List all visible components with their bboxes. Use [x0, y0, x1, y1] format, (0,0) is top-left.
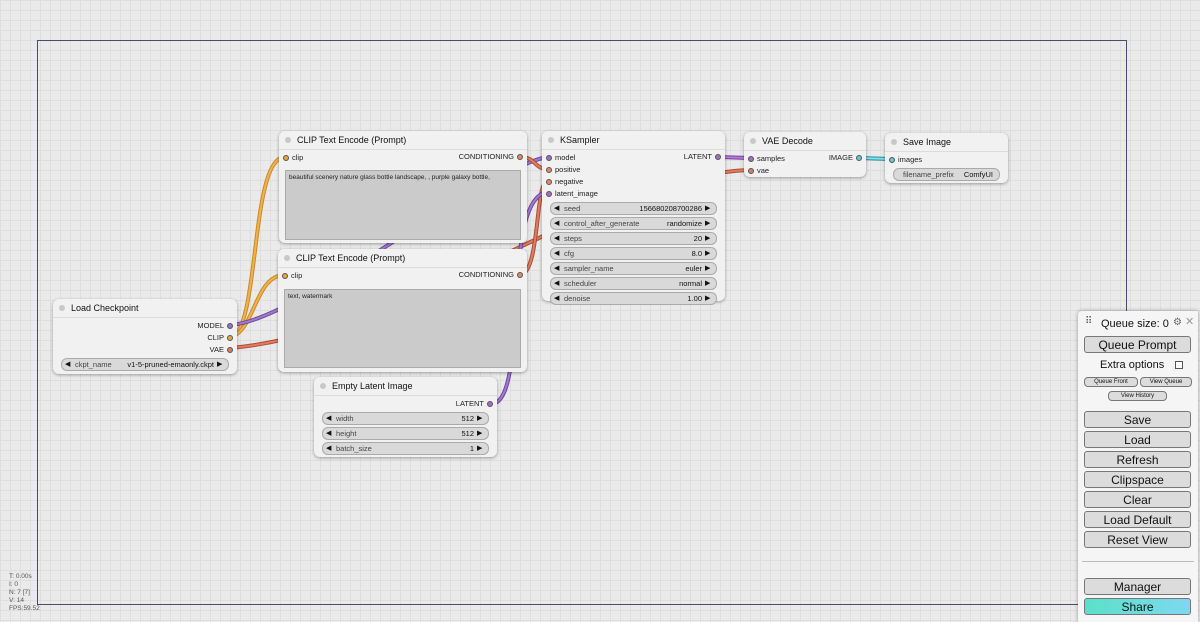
node-title: Save Image: [903, 137, 952, 147]
load-default-button[interactable]: Load Default: [1084, 511, 1191, 528]
node-ksampler[interactable]: KSampler model LATENT positive negative …: [542, 131, 725, 305]
input-clip[interactable]: clip: [279, 152, 527, 164]
clear-button[interactable]: Clear: [1084, 491, 1191, 508]
input-clip[interactable]: clip: [278, 270, 527, 282]
input-positive[interactable]: positive: [542, 164, 725, 176]
increment-arrow-icon[interactable]: ▶: [705, 250, 711, 257]
decrement-arrow-icon[interactable]: ◀: [326, 445, 332, 452]
queue-menu-panel: ⠿ Queue size: 0 ⚙ ✕ Queue Prompt Extra o…: [1078, 311, 1198, 622]
increment-arrow-icon[interactable]: ▶: [705, 280, 711, 287]
view-history-button[interactable]: View History: [1108, 391, 1167, 401]
increment-arrow-icon[interactable]: ▶: [705, 265, 711, 272]
input-latent-image[interactable]: latent_image: [542, 188, 725, 200]
output-conditioning[interactable]: CONDITIONING: [364, 151, 527, 163]
output-image[interactable]: IMAGE: [793, 152, 866, 164]
decrement-arrow-icon[interactable]: ◀: [554, 295, 560, 302]
node-clip-text-encode-negative[interactable]: CLIP Text Encode (Prompt) clip CONDITION…: [278, 249, 527, 372]
increment-arrow-icon[interactable]: ▶: [705, 235, 711, 242]
output-clip[interactable]: CLIP: [53, 332, 237, 344]
input-vae[interactable]: vae: [744, 165, 866, 177]
increment-arrow-icon[interactable]: ▶: [705, 205, 711, 212]
prompt-textarea[interactable]: text, watermark: [284, 289, 521, 368]
queue-size-label: Queue size: 0: [1101, 318, 1169, 330]
drag-handle-icon[interactable]: ⠿: [1085, 316, 1093, 327]
node-collapse-dot[interactable]: [891, 139, 897, 145]
node-title: CLIP Text Encode (Prompt): [296, 253, 406, 263]
increment-arrow-icon[interactable]: ▶: [477, 445, 483, 452]
prompt-textarea[interactable]: beautiful scenery nature glass bottle la…: [285, 170, 521, 240]
node-title: Empty Latent Image: [332, 381, 413, 391]
node-collapse-dot[interactable]: [284, 255, 290, 261]
decrement-arrow-icon[interactable]: ◀: [554, 265, 560, 272]
node-collapse-dot[interactable]: [285, 137, 291, 143]
output-latent[interactable]: LATENT: [622, 151, 725, 163]
queue-front-button[interactable]: Queue Front: [1084, 377, 1138, 387]
node-collapse-dot[interactable]: [320, 383, 326, 389]
extra-options-checkbox[interactable]: [1175, 361, 1183, 369]
decrement-arrow-icon[interactable]: ◀: [65, 361, 71, 368]
share-button[interactable]: Share: [1084, 598, 1191, 615]
manager-button[interactable]: Manager: [1084, 578, 1191, 595]
increment-arrow-icon[interactable]: ▶: [217, 361, 223, 368]
gear-icon[interactable]: ⚙: [1173, 317, 1182, 328]
close-icon[interactable]: ✕: [1185, 316, 1195, 328]
save-button[interactable]: Save: [1084, 411, 1191, 428]
node-collapse-dot[interactable]: [548, 137, 554, 143]
input-samples[interactable]: samples: [744, 153, 866, 165]
node-title: Load Checkpoint: [71, 303, 139, 313]
input-images[interactable]: images: [885, 154, 1008, 166]
clipspace-button[interactable]: Clipspace: [1084, 471, 1191, 488]
output-vae[interactable]: VAE: [53, 344, 237, 356]
render-stats: T: 0.00s I: 0 N: 7 [7] V: 14 FPS:59.52: [9, 573, 40, 612]
decrement-arrow-icon[interactable]: ◀: [326, 415, 332, 422]
input-model[interactable]: model: [542, 152, 725, 164]
queue-prompt-button[interactable]: Queue Prompt: [1084, 336, 1191, 353]
widget-ckpt-name[interactable]: ◀ ckpt_name v1-5-pruned-emaonly.ckpt ▶: [61, 358, 229, 371]
increment-arrow-icon[interactable]: ▶: [705, 295, 711, 302]
decrement-arrow-icon[interactable]: ◀: [554, 220, 560, 227]
output-conditioning[interactable]: CONDITIONING: [364, 269, 527, 281]
output-model[interactable]: MODEL: [53, 320, 237, 332]
widget-filename-prefix[interactable]: filename_prefix ComfyUI: [893, 168, 1000, 181]
input-negative[interactable]: negative: [542, 176, 725, 188]
extra-options-label: Extra options: [1100, 359, 1165, 371]
decrement-arrow-icon[interactable]: ◀: [554, 235, 560, 242]
node-title: VAE Decode: [762, 136, 813, 146]
output-latent[interactable]: LATENT: [314, 398, 497, 410]
node-collapse-dot[interactable]: [59, 305, 65, 311]
menu-divider: [1082, 561, 1194, 562]
increment-arrow-icon[interactable]: ▶: [705, 220, 711, 227]
reset-view-button[interactable]: Reset View: [1084, 531, 1191, 548]
node-title: CLIP Text Encode (Prompt): [297, 135, 407, 145]
node-collapse-dot[interactable]: [750, 138, 756, 144]
increment-arrow-icon[interactable]: ▶: [477, 430, 483, 437]
decrement-arrow-icon[interactable]: ◀: [554, 250, 560, 257]
decrement-arrow-icon[interactable]: ◀: [554, 205, 560, 212]
node-vae-decode[interactable]: VAE Decode samples IMAGE vae: [744, 132, 866, 177]
node-load-checkpoint[interactable]: Load Checkpoint MODEL CLIP VAE ◀ ckpt_na…: [53, 299, 237, 374]
increment-arrow-icon[interactable]: ▶: [477, 415, 483, 422]
decrement-arrow-icon[interactable]: ◀: [554, 280, 560, 287]
node-clip-text-encode-positive[interactable]: CLIP Text Encode (Prompt) clip CONDITION…: [279, 131, 527, 243]
node-save-image[interactable]: Save Image images filename_prefix ComfyU…: [885, 133, 1008, 183]
refresh-button[interactable]: Refresh: [1084, 451, 1191, 468]
load-button[interactable]: Load: [1084, 431, 1191, 448]
node-title: KSampler: [560, 135, 600, 145]
view-queue-button[interactable]: View Queue: [1140, 377, 1192, 387]
decrement-arrow-icon[interactable]: ◀: [326, 430, 332, 437]
